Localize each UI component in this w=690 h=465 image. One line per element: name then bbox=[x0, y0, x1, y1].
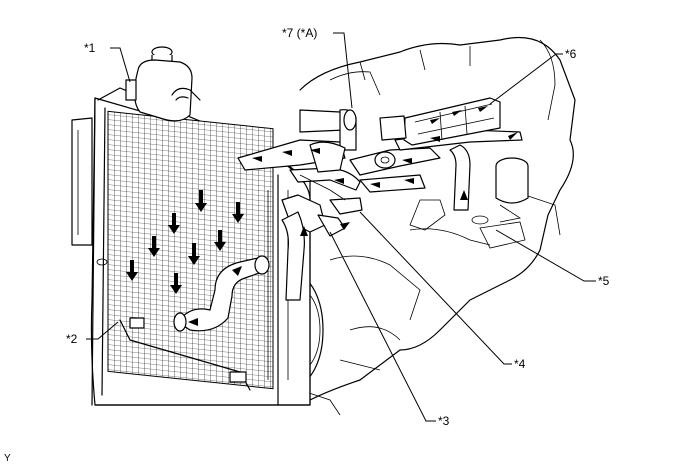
leader-lines bbox=[86, 32, 596, 422]
coolant-flow-arrows bbox=[126, 106, 518, 326]
callout-4: *4 bbox=[514, 357, 526, 371]
reservoir-tank bbox=[125, 46, 201, 122]
throttle-body bbox=[379, 97, 501, 146]
callout-3: *3 bbox=[438, 414, 450, 428]
engine-block bbox=[299, 36, 576, 416]
callout-5: *5 bbox=[598, 274, 610, 288]
callout-2: *2 bbox=[66, 332, 78, 346]
callout-1: *1 bbox=[84, 41, 96, 55]
callout-7-a: *7 (*A) bbox=[282, 26, 317, 40]
lower-radiator-hose bbox=[173, 255, 270, 332]
radiator bbox=[71, 87, 311, 406]
corner-mark: Y bbox=[4, 453, 11, 464]
callout-6: *6 bbox=[565, 47, 577, 61]
upper-radiator-hose bbox=[281, 194, 346, 301]
